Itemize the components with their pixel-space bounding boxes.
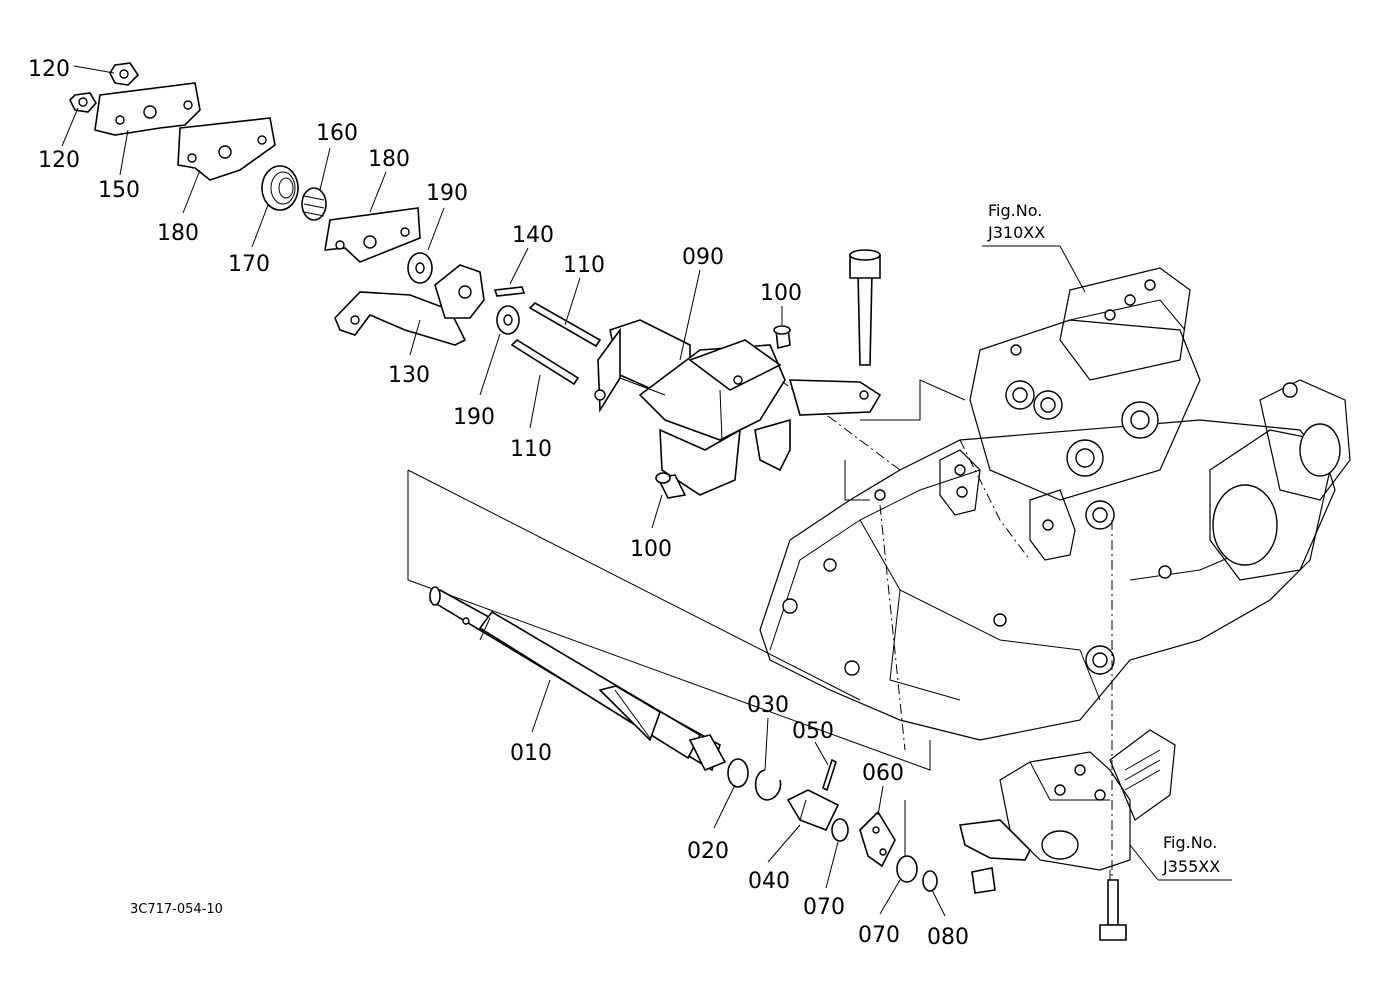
callout-130: 130 [388, 363, 430, 388]
part-060-plate [859, 810, 896, 868]
fig-ref-title: Fig.No. [988, 201, 1042, 220]
part-190-washer-a [407, 252, 433, 284]
callout-160: 160 [316, 121, 358, 146]
callout-180: 180 [157, 221, 199, 246]
part-010-shaft [428, 586, 727, 772]
part-130-lever [334, 291, 467, 346]
part-170-spring [261, 165, 299, 211]
callout-120: 120 [28, 57, 70, 82]
part-100-bolt-a [773, 325, 791, 349]
callout-060: 060 [862, 761, 904, 786]
fig-ref-code: J355XX [1162, 857, 1220, 876]
part-120-nut-b [69, 92, 97, 113]
callout-140: 140 [512, 223, 554, 248]
fig-ref-j355xx: Fig.No. J355XX [1129, 833, 1232, 881]
callout-100: 100 [760, 281, 802, 306]
part-120-nut-a [109, 62, 140, 86]
callout-090: 090 [682, 245, 724, 270]
housing-body [759, 267, 1351, 741]
part-030-snap-ring [754, 769, 782, 801]
part-110-stud-b [510, 338, 580, 386]
part-040-block [786, 789, 840, 832]
cam-disc [434, 264, 485, 319]
callout-040: 040 [748, 869, 790, 894]
part-150-plate [94, 82, 201, 136]
callout-050: 050 [792, 719, 834, 744]
callout-190: 190 [453, 405, 495, 430]
part-070-washer-a [831, 818, 849, 842]
part-080-nut [922, 870, 938, 892]
control-valve-assembly [959, 729, 1176, 941]
fig-ref-code: J310XX [987, 223, 1045, 242]
callout-100: 100 [630, 537, 672, 562]
callout-070: 070 [803, 895, 845, 920]
housing-stud-bolt [849, 249, 881, 366]
callout-110: 110 [510, 437, 552, 462]
part-180-plate-b [324, 207, 421, 263]
callout-180: 180 [368, 147, 410, 172]
fig-ref-title: Fig.No. [1163, 833, 1217, 852]
callout-190: 190 [426, 181, 468, 206]
part-090-bracket [594, 319, 882, 496]
callout-120: 120 [38, 148, 80, 173]
part-100-bolt-b [655, 472, 687, 499]
leader-lines [61, 65, 946, 917]
callout-labels: 120 120 150 180 170 160 180 190 140 110 … [28, 57, 969, 950]
callout-030: 030 [747, 693, 789, 718]
callout-170: 170 [228, 252, 270, 277]
part-070-washer-b [896, 855, 918, 883]
part-160-spring [301, 187, 327, 221]
callout-020: 020 [687, 839, 729, 864]
callout-110: 110 [563, 253, 605, 278]
part-180-plate-a [177, 117, 276, 181]
callout-010: 010 [510, 741, 552, 766]
callout-080: 080 [927, 925, 969, 950]
callout-150: 150 [98, 178, 140, 203]
part-020-oring [727, 758, 749, 788]
drawing-code: 3C717-054-10 [130, 902, 223, 917]
part-190-washer-b [496, 305, 520, 335]
callout-070: 070 [858, 923, 900, 948]
fig-ref-j310xx: Fig.No. J310XX [982, 201, 1086, 293]
part-140-pin [493, 286, 526, 297]
part-050-pin [822, 758, 837, 792]
